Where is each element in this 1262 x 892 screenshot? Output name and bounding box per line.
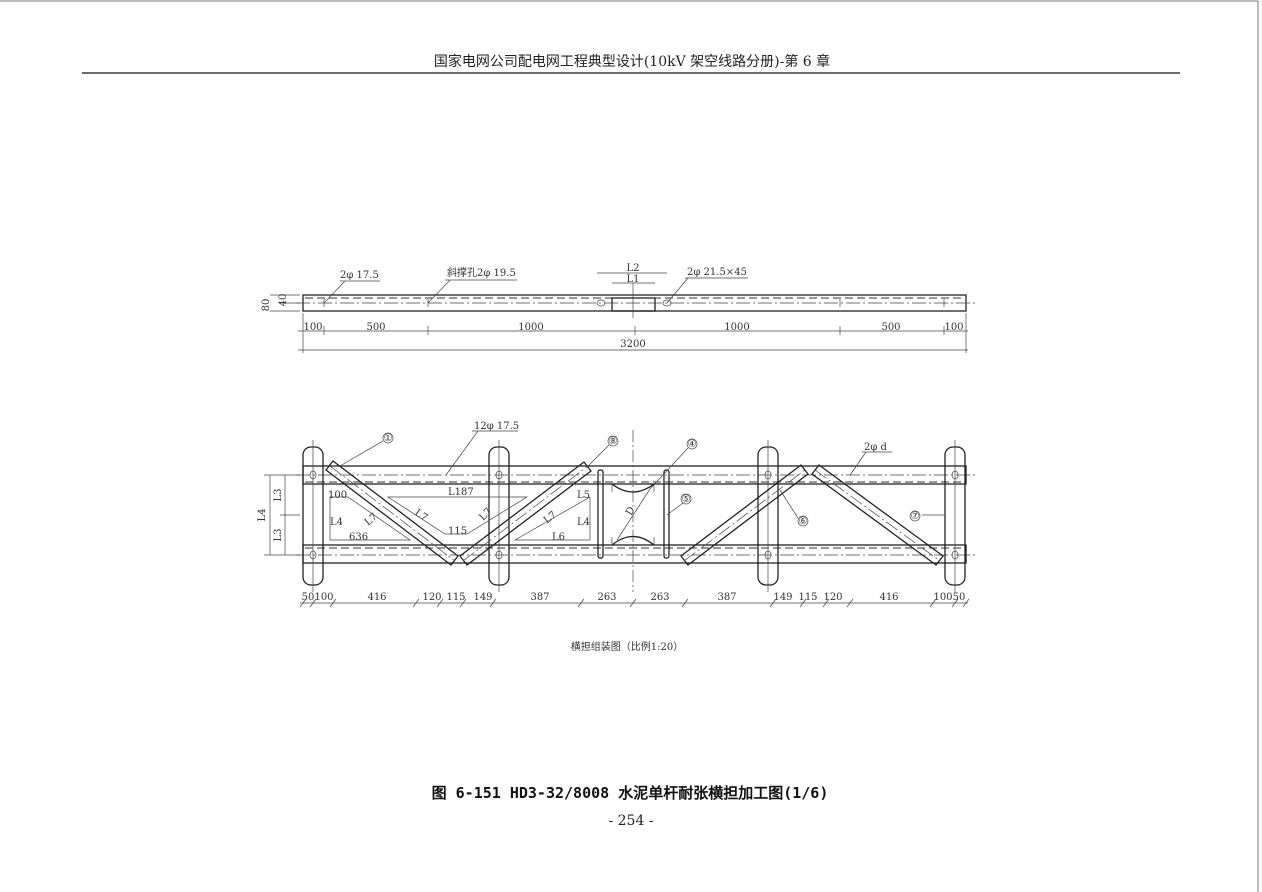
callout-7: ⑦ bbox=[911, 511, 920, 522]
bottom-dim: 263 bbox=[597, 592, 616, 603]
top-dim: 500 bbox=[366, 322, 385, 333]
top-dim: 500 bbox=[881, 322, 900, 333]
callout-8: ⑧ bbox=[609, 436, 618, 447]
bottom-dim: 387 bbox=[717, 592, 736, 603]
hole-label-right: 2φ d bbox=[864, 442, 888, 453]
dim-tick bbox=[769, 598, 777, 608]
inner-label: L4 bbox=[577, 517, 590, 528]
dim-tick bbox=[681, 598, 689, 608]
side-dim-l4: L4 bbox=[257, 508, 268, 521]
callout-1: ① bbox=[384, 433, 393, 444]
top-dim: 100 bbox=[944, 322, 963, 333]
bottom-dim: 100 bbox=[933, 592, 952, 603]
bottom-dim: 149 bbox=[773, 592, 792, 603]
inner-label: L187 bbox=[448, 487, 474, 498]
inner-label: L7 bbox=[542, 510, 559, 527]
bottom-dimensions: 50 100 416 120 115 149 387 263 263 387 1… bbox=[302, 592, 966, 603]
bottom-dim: 115 bbox=[446, 592, 465, 603]
callout-6: ⑥ bbox=[799, 516, 808, 527]
side-dim-l3: L3 bbox=[273, 528, 284, 541]
dim-tick bbox=[577, 598, 585, 608]
top-hole-label-1: 2φ 17.5 bbox=[340, 270, 379, 281]
top-dim: 1000 bbox=[724, 322, 749, 333]
inner-label: L7 bbox=[412, 507, 429, 523]
bottom-dim: 50 bbox=[953, 592, 966, 603]
bottom-dim: 120 bbox=[823, 592, 842, 603]
header-title: 国家电网公司配电网工程典型设计(10kV 架空线路分册)-第 6 章 bbox=[434, 53, 830, 70]
top-dim: 100 bbox=[303, 322, 322, 333]
dim-tick bbox=[412, 598, 420, 608]
inner-label: 115 bbox=[448, 526, 467, 537]
dim-tick bbox=[929, 598, 937, 608]
bottom-dim: 149 bbox=[473, 592, 492, 603]
dim-tick bbox=[822, 598, 830, 608]
side-dim-l3: L3 bbox=[273, 488, 284, 501]
dim-tick bbox=[629, 598, 637, 608]
inner-label: L7 bbox=[477, 506, 494, 523]
inner-label: L4 bbox=[330, 517, 343, 528]
dim-tick bbox=[962, 598, 970, 608]
bottom-dim: 120 bbox=[422, 592, 441, 603]
top-label-l1: L1 bbox=[626, 274, 639, 285]
dim-tick bbox=[329, 598, 337, 608]
top-hole-label-3: 2φ 21.5×45 bbox=[687, 267, 747, 278]
bottom-dim: 387 bbox=[530, 592, 549, 603]
top-view-drawing bbox=[270, 272, 975, 353]
dim-tick bbox=[799, 598, 807, 608]
top-hole-label-2: 斜撑孔2φ 19.5 bbox=[447, 266, 516, 279]
figure-title: 图 6-151 HD3-32/8008 水泥单杆耐张横担加工图(1/6) bbox=[432, 784, 829, 802]
inner-label: L5 bbox=[577, 490, 590, 501]
inner-label: L6 bbox=[552, 532, 565, 543]
inner-label: 100 bbox=[328, 490, 347, 501]
inner-label: L7 bbox=[363, 512, 380, 529]
top-label-l2: L2 bbox=[626, 263, 639, 274]
bottom-dim: 416 bbox=[367, 592, 386, 603]
dim-tick bbox=[459, 598, 467, 608]
callout-4: ④ bbox=[688, 439, 697, 450]
dim-tick bbox=[489, 598, 497, 608]
top-total-dim: 3200 bbox=[620, 339, 645, 350]
bottom-dim: 263 bbox=[650, 592, 669, 603]
top-height-80: 80 bbox=[261, 299, 272, 312]
bottom-dim: 50 bbox=[302, 592, 315, 603]
top-dim: 1000 bbox=[518, 322, 543, 333]
bottom-dim: 115 bbox=[798, 592, 817, 603]
callout-5: ⑤ bbox=[682, 494, 691, 505]
bottom-dim: 100 bbox=[314, 592, 333, 603]
assembly-view-drawing bbox=[264, 430, 975, 608]
top-height-40: 40 bbox=[278, 294, 289, 307]
inner-label: 636 bbox=[349, 532, 368, 543]
dim-tick bbox=[436, 598, 444, 608]
dim-tick bbox=[951, 598, 959, 608]
bottom-dim: 416 bbox=[879, 592, 898, 603]
inner-label-diameter: D bbox=[624, 505, 638, 517]
dim-tick bbox=[846, 598, 854, 608]
dim-tick bbox=[299, 598, 307, 608]
hole-label-top: 12φ 17.5 bbox=[474, 421, 519, 432]
dim-tick bbox=[309, 598, 317, 608]
assembly-caption: 横担组装图（比例1:20） bbox=[571, 640, 683, 653]
page-number: - 254 - bbox=[608, 813, 653, 829]
